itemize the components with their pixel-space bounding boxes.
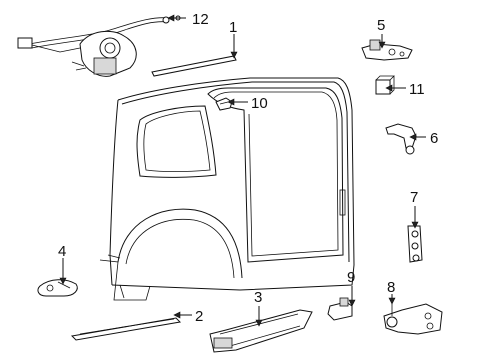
callout-7: 7 xyxy=(410,189,418,206)
callout-4: 4 xyxy=(58,243,66,260)
part-1-molding xyxy=(151,55,237,77)
leader-lines xyxy=(59,14,426,327)
callout-8: 8 xyxy=(387,279,395,296)
callout-3: 3 xyxy=(254,289,262,306)
part-6-roller-bracket xyxy=(385,123,417,155)
callout-10: 10 xyxy=(251,95,268,112)
callout-12: 12 xyxy=(192,11,209,28)
part-7-hinge xyxy=(407,220,423,263)
part-4-handle xyxy=(37,279,78,297)
callout-labels: 12 1 5 11 6 7 10 4 2 3 9 8 xyxy=(58,11,438,325)
part-9-clip xyxy=(327,297,353,321)
part-10-bracket xyxy=(215,97,233,111)
callout-9: 9 xyxy=(347,269,355,286)
callout-1: 1 xyxy=(229,19,237,36)
part-2-rocker-panel xyxy=(70,317,182,341)
part-12-power-slide-motor xyxy=(17,15,181,77)
callout-6: 6 xyxy=(430,130,438,147)
part-8-lower-hinge xyxy=(383,298,443,335)
quarter-panel xyxy=(99,77,355,301)
callout-11: 11 xyxy=(409,81,425,98)
callout-5: 5 xyxy=(377,17,385,34)
part-3-lower-track xyxy=(209,309,313,353)
part-11-bumper xyxy=(375,75,395,95)
part-5-hinge xyxy=(361,39,413,61)
callout-2: 2 xyxy=(195,308,203,325)
